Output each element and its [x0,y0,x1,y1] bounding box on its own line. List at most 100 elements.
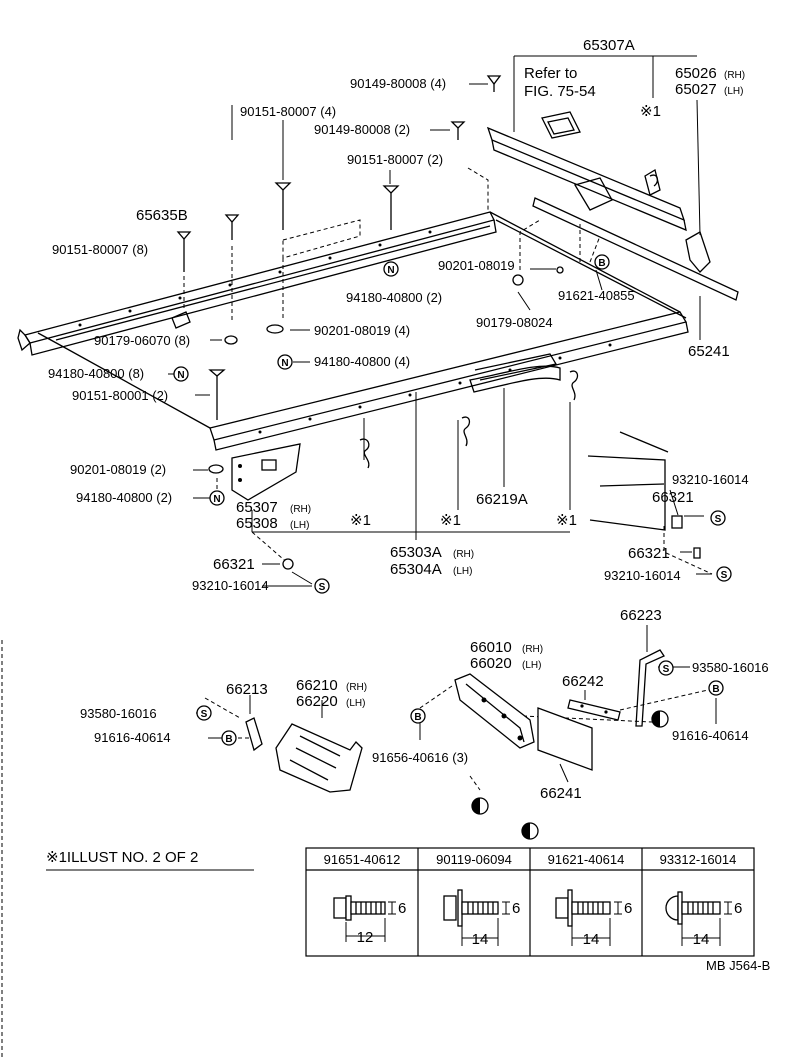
hinge-drawing [454,649,665,771]
dimension-lines [345,901,732,946]
suffix-rh: (RH) [290,504,311,515]
b-symbol: B [594,254,610,270]
label-66241: 66241 [540,785,582,802]
label-90201-c: 90201-08019 (2) [70,462,166,477]
svg-text:S: S [721,570,728,581]
flange-bolt-icon [333,895,386,921]
suffix-lh: (LH) [453,566,472,577]
label-93210-c: 93210-16014 [192,578,269,593]
label-66321-a: 66321 [652,489,694,506]
svg-text:N: N [213,494,220,505]
table-header-1: 91651-40612 [324,852,401,867]
svg-text:S: S [201,709,208,720]
suffix-lh: (LH) [522,660,541,671]
dim-diameter-4: 6 [734,900,742,917]
label-65308: 65308 [236,515,278,532]
label-94180-c: 94180-40800 (8) [48,366,144,381]
svg-text:N: N [387,265,394,276]
label-90149-b: 90149-80008 (2) [314,122,410,137]
label-66223: 66223 [620,607,662,624]
label-65303a: 65303A [390,544,442,561]
label-94180-a: 94180-40800 (2) [346,290,442,305]
illustration-note: ※1ILLUST NO. 2 OF 2 [46,849,254,871]
label-93210-a: 93210-16014 [672,472,749,487]
s-symbol: S [314,578,330,594]
svg-text:S: S [319,582,326,593]
label-65026: 65026 [675,65,717,82]
b-symbol: B [708,680,724,696]
dim-length-1: 12 [357,929,374,946]
label-91656: 91656-40616 (3) [372,750,468,765]
suffix-lh: (LH) [724,86,743,97]
label-90151-a: 90151-80007 (4) [240,104,336,119]
suffix-rh: (RH) [346,682,367,693]
label-90149-a: 90149-80008 (4) [350,76,446,91]
note-text: ※1ILLUST NO. 2 OF 2 [46,849,198,866]
n-symbol: N [383,261,399,277]
label-65307a: 65307A [583,37,635,54]
label-93210-b: 93210-16014 [604,568,681,583]
label-90201-a: 90201-08019 [438,258,515,273]
label-91616-a: 91616-40614 [94,730,171,745]
svg-text:B: B [598,258,605,269]
round-head-bolt-icon [665,891,721,925]
s-symbol: S [196,705,212,721]
washer-bolt-icon [443,889,499,927]
bed-frame-drawing [17,75,739,531]
label-90151-b: 90151-80007 (2) [347,152,443,167]
svg-text:N: N [177,370,184,381]
mark-1: ※1 [640,103,661,120]
label-94180-b: 94180-40800 (4) [314,354,410,369]
rail-holes [78,230,612,434]
label-66010: 66010 [470,639,512,656]
part-labels: 65307A Refer to FIG. 75-54 65026 (RH) 65… [48,37,769,802]
suffix-rh: (RH) [522,644,543,655]
mudguard-drawing [245,717,363,793]
fastener-table: 91651-40612 90119-06094 91621-40614 9331… [305,847,755,957]
label-66210: 66210 [296,677,338,694]
refer-line-1: Refer to [524,65,577,82]
svg-text:S: S [715,514,722,525]
n-symbol: N [277,354,293,370]
label-90201-b: 90201-08019 (4) [314,323,410,338]
mark-1: ※1 [440,512,461,529]
dim-diameter-2: 6 [512,900,520,917]
dim-length-3: 14 [583,931,600,948]
label-65241: 65241 [688,343,730,360]
label-91621: 91621-40855 [558,288,635,303]
half-circle-icon [471,797,489,815]
label-93580-b: 93580-16016 [692,660,769,675]
s-symbol: S [658,660,674,676]
label-93580-a: 93580-16016 [80,706,157,721]
svg-text:B: B [712,684,719,695]
n-symbol: N [209,490,225,506]
label-90179-b: 90179-08024 [476,315,553,330]
suffix-rh: (RH) [724,70,745,81]
label-91616-b: 91616-40614 [672,728,749,743]
label-65304a: 65304A [390,561,442,578]
s-symbol: S [716,566,732,582]
label-66242: 66242 [562,673,604,690]
leader-lines [168,55,717,791]
table-header-3: 91621-40614 [548,852,625,867]
label-90151-c: 90151-80007 (8) [52,242,148,257]
dim-length-4: 14 [693,931,710,948]
dim-length-2: 14 [472,931,489,948]
table-header-2: 90119-06094 [436,852,512,867]
dim-diameter-3: 6 [624,900,632,917]
bolts [176,75,502,420]
n-symbol: N [173,366,189,382]
label-65027: 65027 [675,81,717,98]
label-94180-d: 94180-40800 (2) [76,490,172,505]
label-90179-a: 90179-06070 (8) [94,333,190,348]
mark-1: ※1 [556,512,577,529]
dim-diameter-1: 6 [398,900,406,917]
half-circle-icon [521,822,539,840]
label-90151-d: 90151-80001 (2) [72,388,168,403]
s-symbol: S [710,510,726,526]
flange-bolt-icon [555,889,611,927]
b-symbol: B [410,708,426,724]
label-66321-c: 66321 [213,556,255,573]
svg-text:B: B [225,734,232,745]
